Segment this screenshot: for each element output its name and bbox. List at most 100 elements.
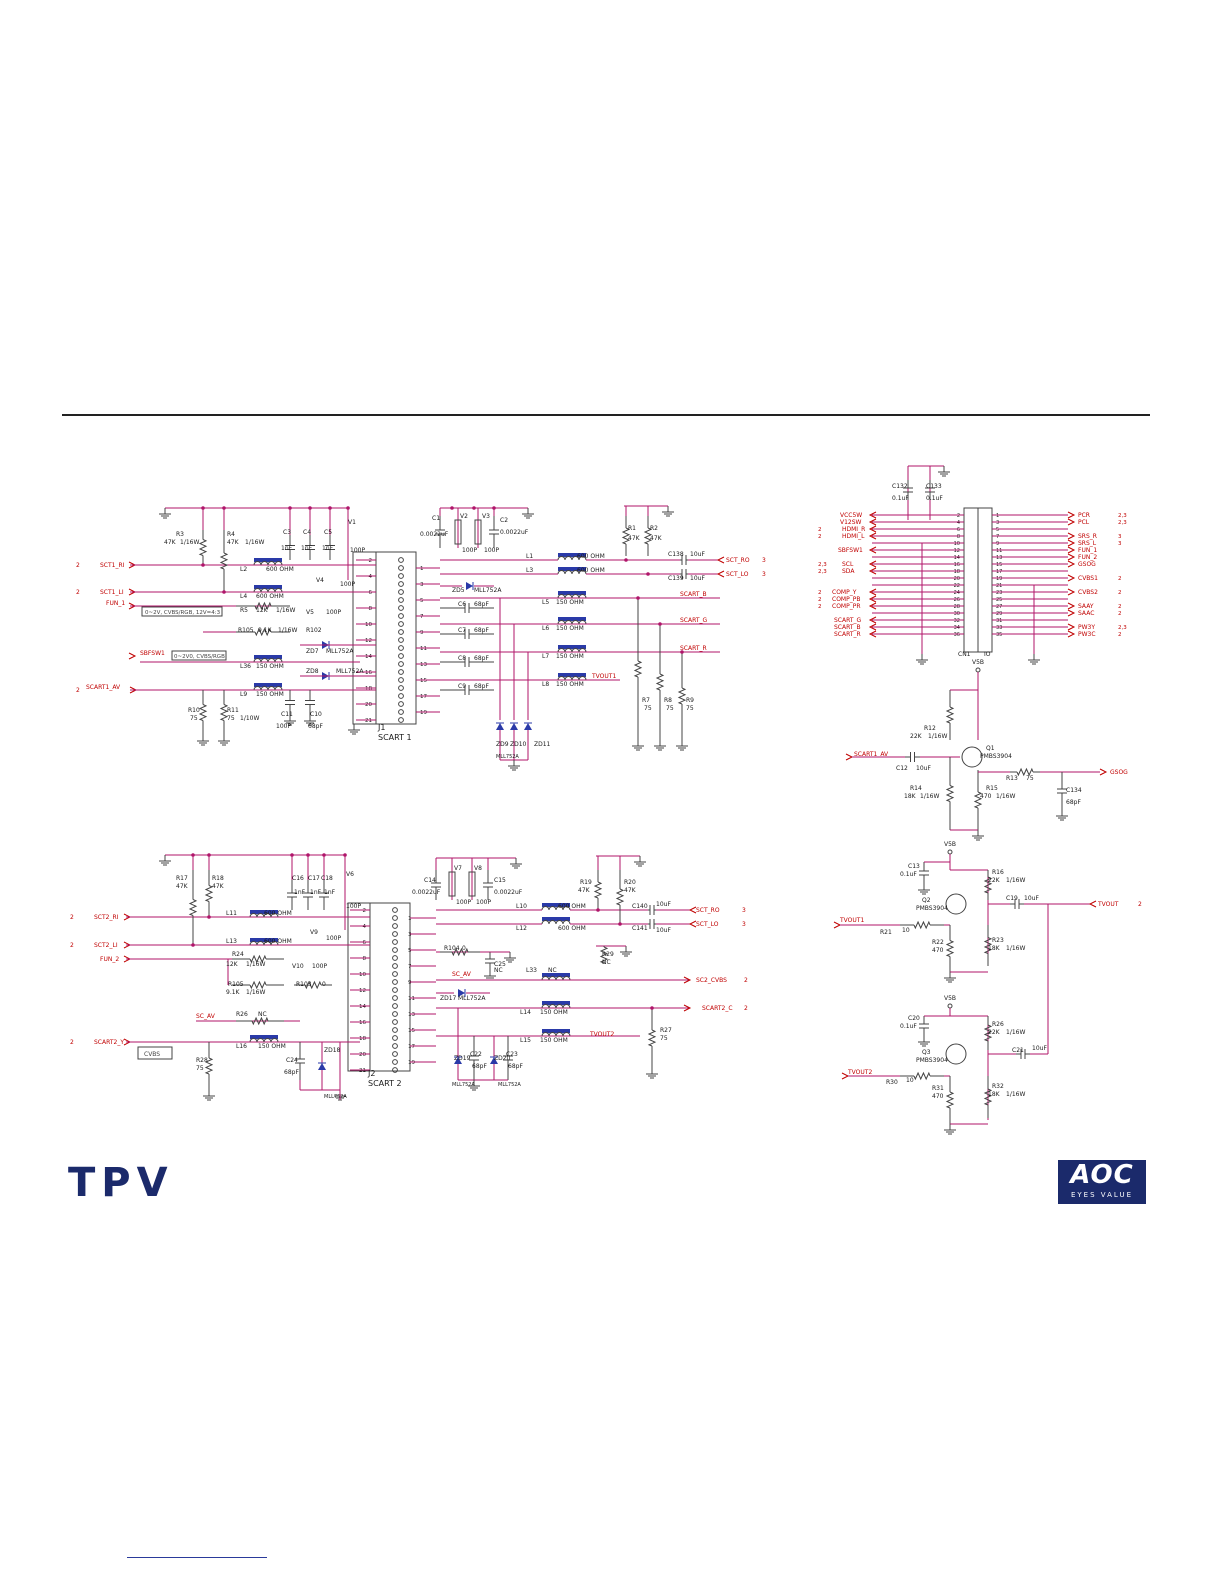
part-ref: R7 <box>642 697 650 704</box>
part-ref: C8 <box>458 655 466 662</box>
scart2-sheet-ref: 2 <box>70 914 74 921</box>
cn1-pin-number: 27 <box>996 604 1002 610</box>
inductor-core <box>254 655 282 659</box>
resistor <box>249 954 267 964</box>
part-value: 150 OHM <box>556 681 584 688</box>
cn1-sheet-ref: 2 <box>818 534 822 540</box>
cn1-sheet-ref: 2,3 <box>818 569 827 575</box>
cn1-sheet-ref: 2 <box>1118 590 1122 596</box>
part-ref: C20 <box>908 1015 920 1022</box>
part-value: 47K <box>164 539 177 546</box>
part-value: 150 OHM <box>258 1043 286 1050</box>
cn1-net-arrow <box>1067 553 1076 561</box>
part-ref: R16 <box>992 869 1004 876</box>
header-rule <box>62 414 1150 416</box>
part-value: 9.1K <box>226 989 241 996</box>
cn1-pin-number: 36 <box>954 632 960 638</box>
part-value: 75 <box>686 705 694 712</box>
resistor <box>198 539 208 556</box>
cn1-net-label: PCL <box>1078 519 1090 526</box>
part-ref: C14 <box>424 877 436 884</box>
part-ref: R5 <box>240 607 248 614</box>
scart1-pin <box>398 685 404 691</box>
part-value: 47K <box>212 883 225 890</box>
scart1-net-label: SCART1_AV <box>86 684 121 691</box>
buffer1-supply-label: V5B <box>972 659 984 666</box>
part-ref: L2 <box>240 566 247 573</box>
part-ref: V7 <box>454 865 462 872</box>
part-ref: R105 <box>238 627 254 634</box>
part-ref: C16 <box>292 875 304 882</box>
part-ref: L9 <box>240 691 247 698</box>
part-value: 470 <box>932 947 944 954</box>
scart1-pin <box>398 573 404 579</box>
scart2-out-arrow <box>683 976 692 984</box>
part-ref: C15 <box>494 877 506 884</box>
resistor <box>188 899 198 916</box>
part-value: 68pF <box>474 627 489 634</box>
scart2-note-box <box>137 1046 173 1060</box>
part-ref: C132 <box>892 483 908 490</box>
scart2-pin-number: 7 <box>408 964 412 970</box>
part-value: 100P <box>484 547 499 554</box>
scart2-pin-number: 20 <box>359 1052 366 1058</box>
cn1-sheet-ref: 2,3 <box>818 562 827 568</box>
part-ref: ZD19 <box>454 1055 471 1062</box>
scart1-pin <box>398 605 404 611</box>
junction-dot <box>201 563 205 567</box>
resistor <box>945 940 955 957</box>
part-ref: L7 <box>542 653 549 660</box>
part-ref: L10 <box>516 903 527 910</box>
part-ref: L5 <box>542 599 549 606</box>
cn1-net-arrow <box>868 511 877 519</box>
buffer2-transistor-type: PMBS3904 <box>916 905 948 912</box>
scart1-net-label-right: TVOUT1 <box>591 673 616 680</box>
part-ref: R15 <box>986 785 998 792</box>
cn1-pin-number: 10 <box>954 541 960 547</box>
part-ref: C17 <box>308 875 320 882</box>
zener-diode <box>490 1057 498 1064</box>
part-value: 10 <box>906 1077 914 1084</box>
part-ref: R2 <box>650 525 658 532</box>
cn1-net-arrow <box>868 602 877 610</box>
cn1-sheet-ref: 3 <box>1118 541 1122 547</box>
part-value: 18K <box>904 793 917 800</box>
part-value: 600 OHM <box>256 593 284 600</box>
cn1-net-arrow <box>868 616 877 624</box>
part-ref: V6 <box>346 871 354 878</box>
part-ref: L36 <box>240 663 251 670</box>
part-ref: V8 <box>474 865 482 872</box>
zener-diode <box>496 723 504 730</box>
cn1-net-arrow <box>868 595 877 603</box>
part-value: 150 OHM <box>256 691 284 698</box>
cn1-pin-number: 16 <box>954 562 960 568</box>
buffer3-supply-terminal <box>947 1003 953 1009</box>
resistor <box>913 920 931 930</box>
part-value: 68pF <box>284 1069 299 1076</box>
resistor <box>655 673 665 691</box>
cn1-net-arrow <box>1067 560 1076 568</box>
scart2-pin-number: 9 <box>408 980 412 986</box>
part-value: 12K <box>226 961 239 968</box>
part-value: 1/16W <box>1006 1091 1025 1098</box>
scart1-pin-number: 16 <box>365 670 372 676</box>
inductor-coil <box>557 676 587 681</box>
scart2-pin-number: 21 <box>359 1068 366 1074</box>
part-ref: C5 <box>324 529 332 536</box>
resistor <box>983 876 993 894</box>
resistor <box>204 1057 214 1075</box>
part-ref: C10 <box>310 711 322 718</box>
cn1-sheet-ref: 2 <box>1118 632 1122 638</box>
part-value: 150 OHM <box>556 599 584 606</box>
part-value: 0 <box>322 981 326 988</box>
part-ref: R14 <box>910 785 922 792</box>
scart1-pin-number: 19 <box>420 710 427 716</box>
cn1-net-arrow <box>868 560 877 568</box>
part-value: 100P <box>456 899 471 906</box>
scart1-pin-number: 1 <box>420 566 424 572</box>
part-ref: V1 <box>348 519 356 526</box>
cn1-net-arrow <box>1067 623 1076 631</box>
part-value: 0.0022uF <box>500 529 529 536</box>
part-ref: R23 <box>992 937 1004 944</box>
cn1-pin-number: 13 <box>996 555 1002 561</box>
